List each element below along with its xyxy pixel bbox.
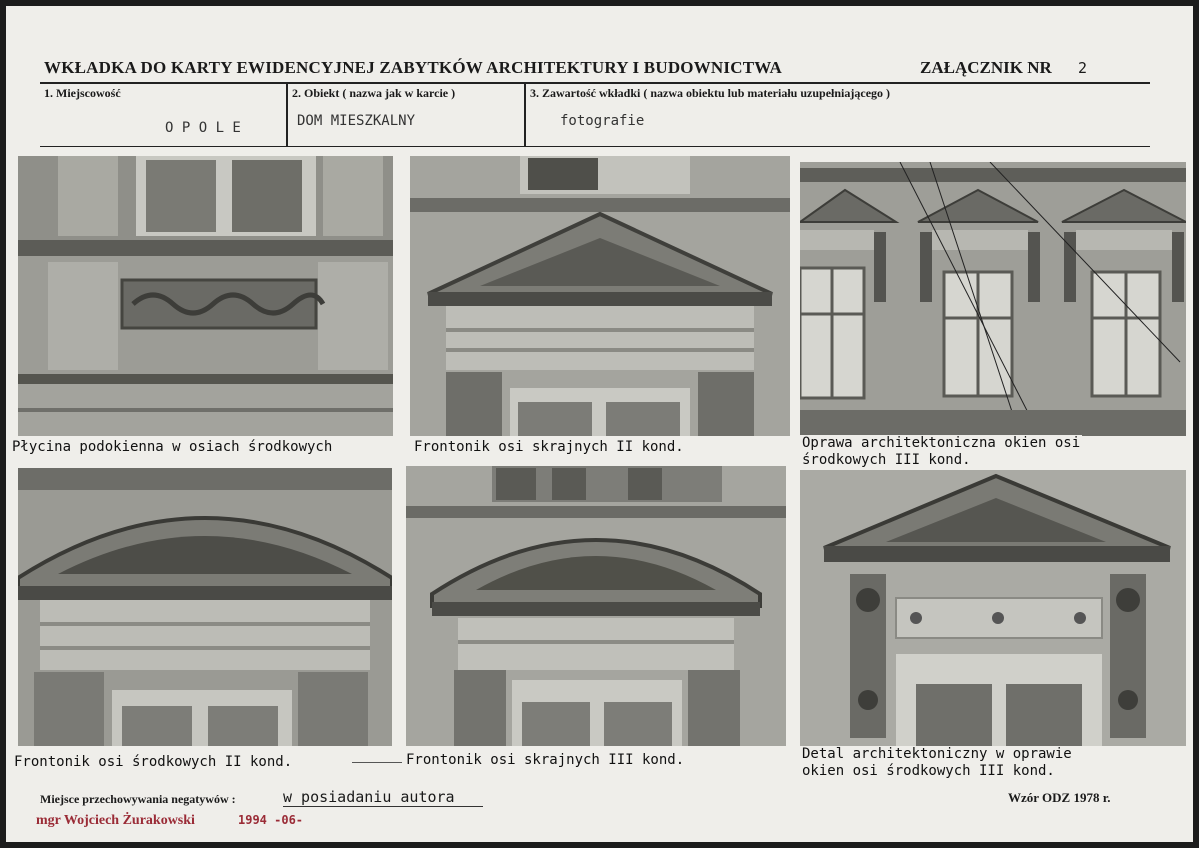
caption-photo-4: Frontonik osi środkowych II kond. [12,754,295,771]
negatives-value: w posiadaniu autora [283,788,483,807]
object-value: DOM MIESZKALNY [297,113,416,129]
caption-photo-3: Oprawa architektoniczna okien osi środko… [800,435,1083,469]
photo-triangular-pediment [410,156,790,436]
date-stamp: 1994 -06- [238,813,304,827]
annex-number: 2 [1078,59,1088,77]
object-label: 2. Obiekt ( nazwa jak w karcie ) [292,86,456,100]
pediment-detail-photo-icon [800,470,1186,746]
card-title: WKŁADKA DO KARTY EWIDENCYJNEJ ZABYTKÓW A… [44,58,783,77]
place-label: 1. Miejscowość [44,86,121,100]
caption-photo-1: Płycina podokienna w osiach środkowych [10,439,335,456]
photo-segmental-pediment-middle [18,468,392,746]
photo-relief-panel [18,156,393,436]
fields-bottom-rule [40,146,1150,147]
field-divider-1 [286,84,288,146]
caption-photo-2: Frontonik osi skrajnych II kond. [412,439,686,456]
triangular-pediment-photo-icon [410,156,790,436]
window-frames-photo-icon [800,162,1186,436]
author-stamp: mgr Wojciech Żurakowski [36,813,195,828]
field-divider-2 [524,84,526,146]
caption-photo-6: Detal architektoniczny w oprawie okien o… [800,746,1074,780]
segmental-pediment-outer-photo-icon [406,466,786,746]
annex-label: ZAŁĄCZNIK NR [920,58,1052,77]
header-rule [40,82,1150,84]
segmental-pediment-photo-icon [18,468,392,746]
photo-segmental-pediment-outer [406,466,786,746]
caption-connector [352,762,402,763]
photo-window-frames [800,162,1186,436]
caption-photo-5: Frontonik osi skrajnych III kond. [404,752,687,769]
place-value: O P O L E [165,120,241,136]
form-reference: Wzór ODZ 1978 r. [1008,790,1111,805]
negatives-label: Miejsce przechowywania negatywów : [40,792,236,806]
relief-panel-photo-icon [18,156,393,436]
content-value: fotografie [560,113,645,129]
content-label: 3. Zawartość wkładki ( nazwa obiektu lub… [530,86,891,100]
photo-pediment-detail [800,470,1186,746]
